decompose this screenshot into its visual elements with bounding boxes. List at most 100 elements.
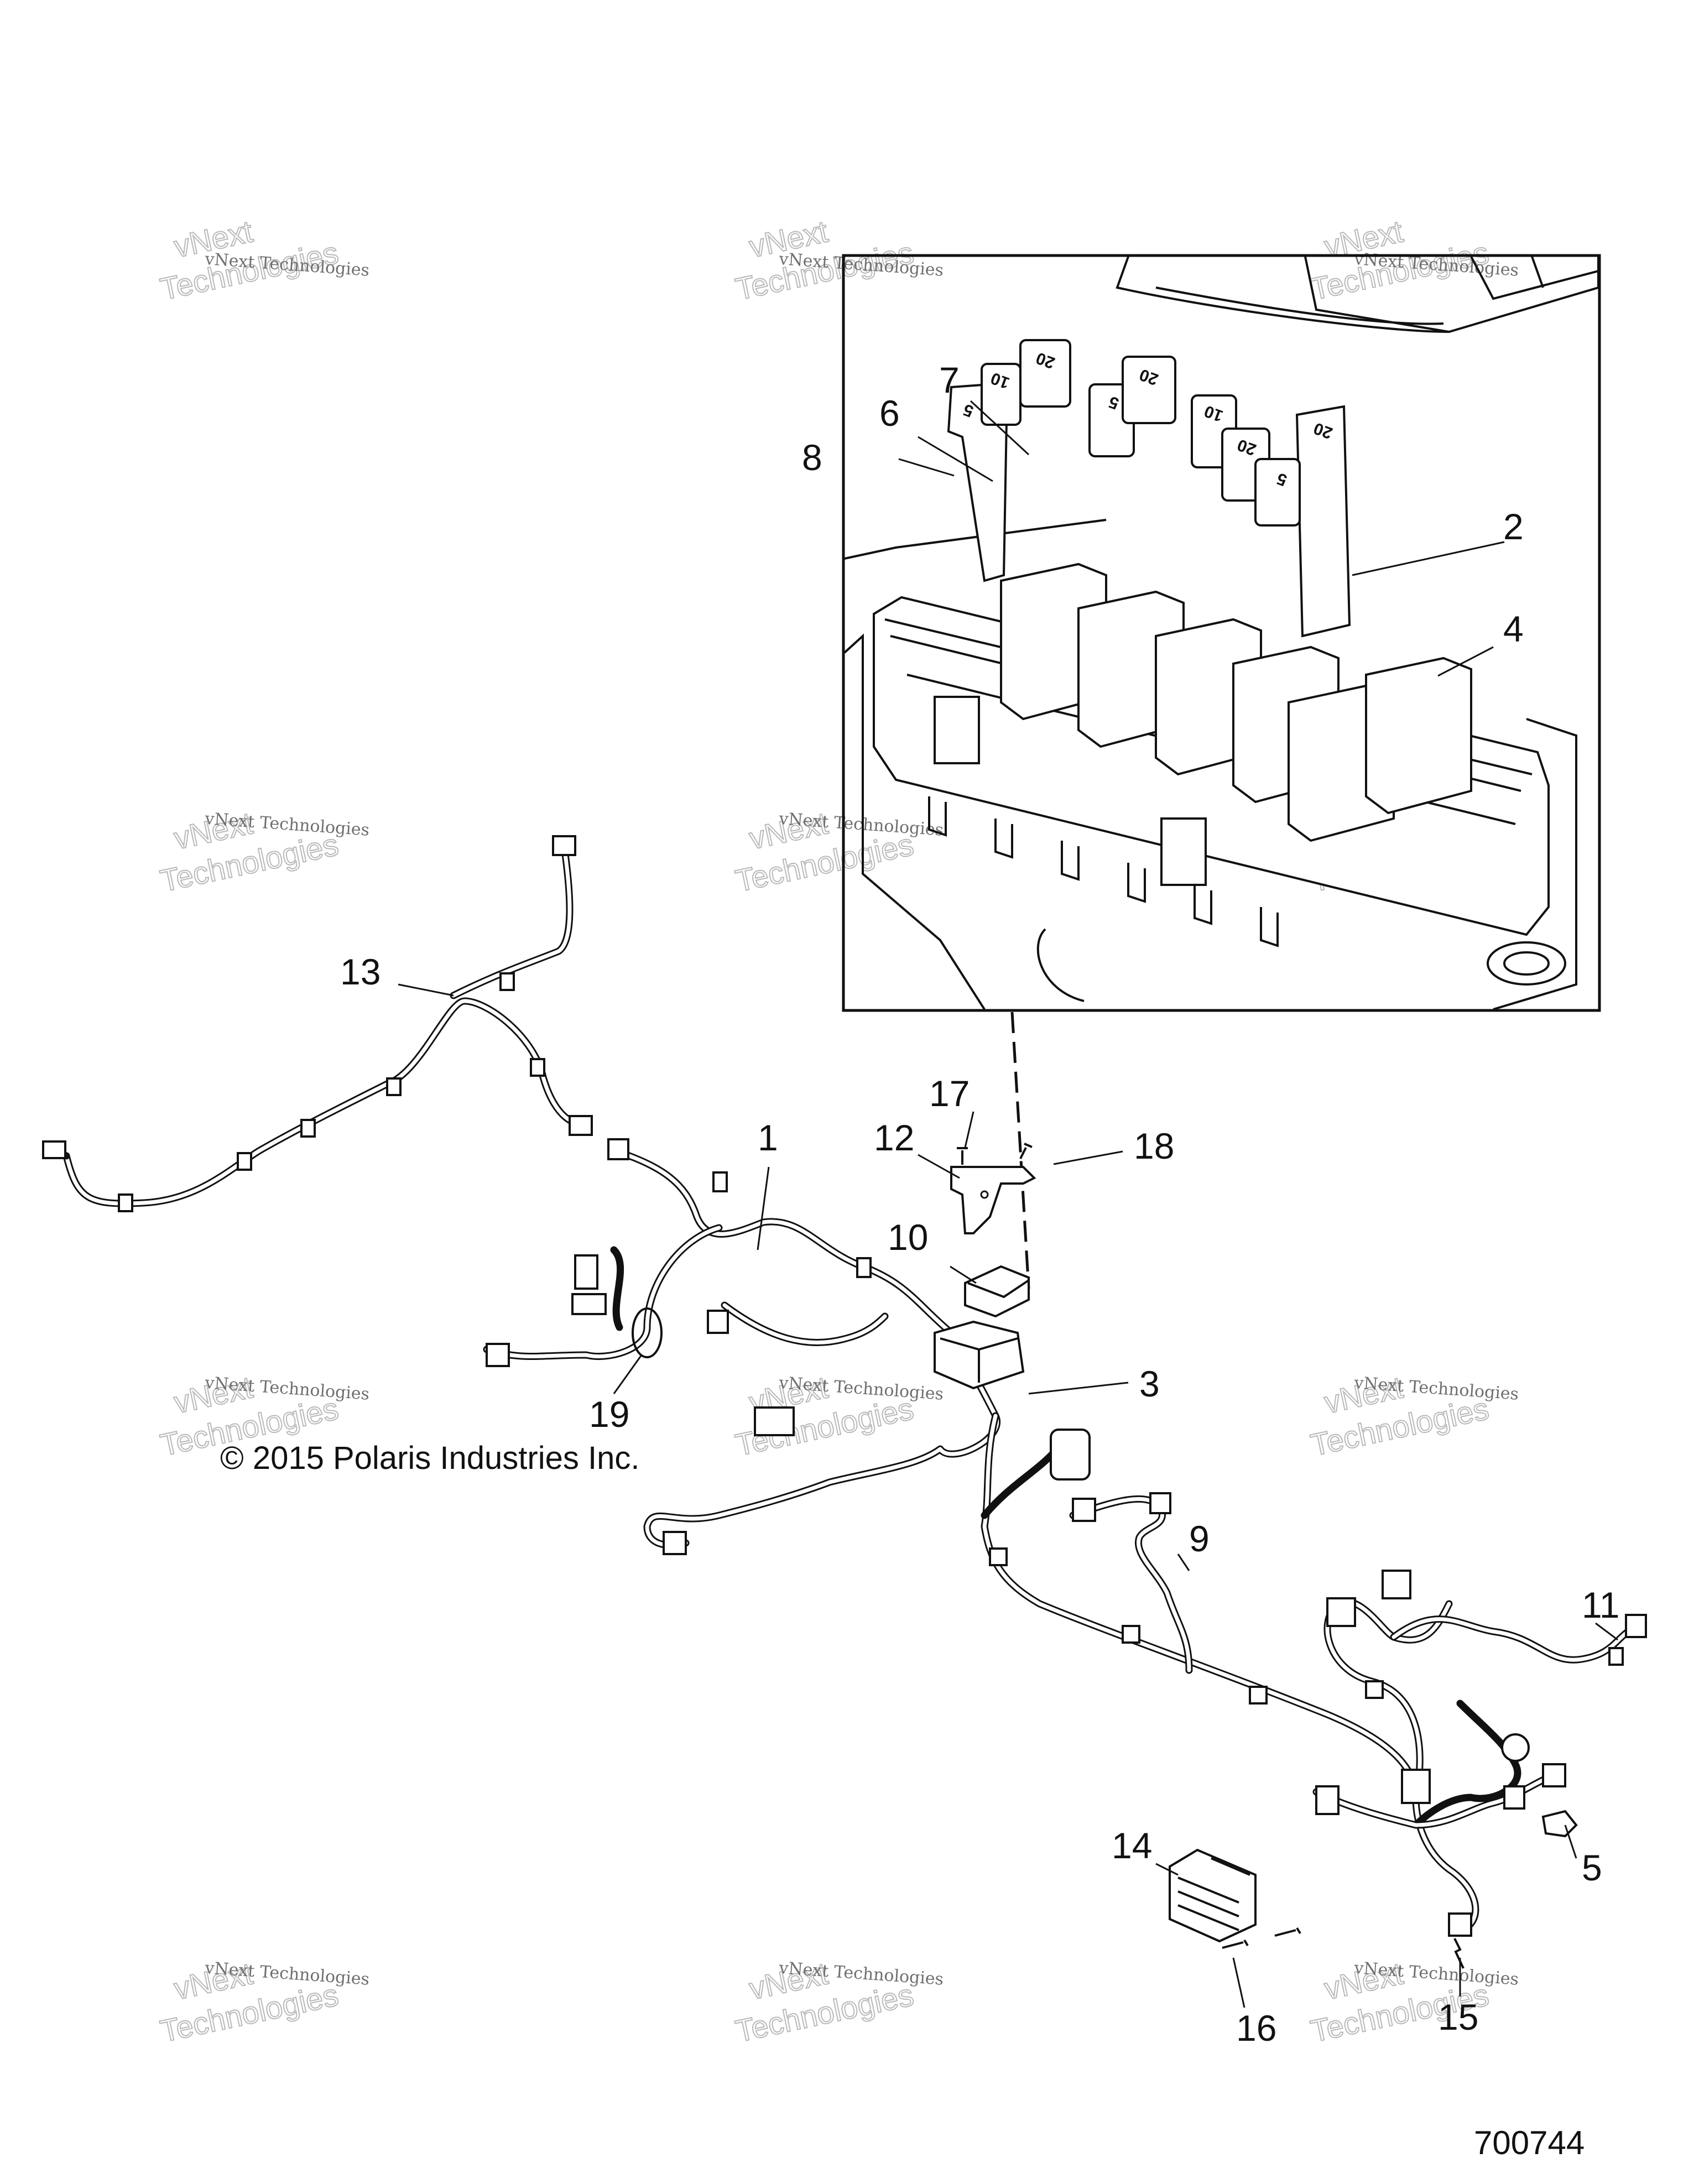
connector — [569, 1115, 593, 1136]
callout-labels: 1 2 3 4 5 6 7 8 9 10 11 12 13 14 15 16 1… — [340, 359, 1620, 2049]
connector — [1608, 1647, 1624, 1666]
harness-branch — [610, 1246, 624, 1331]
harness-branch-core — [722, 1303, 887, 1344]
leader-line — [898, 458, 955, 477]
connector — [1315, 1785, 1340, 1815]
harness-9-core — [1071, 1497, 1191, 1672]
cover-rib — [1531, 257, 1544, 288]
connector — [1050, 1429, 1091, 1481]
leader-line — [1053, 1150, 1123, 1165]
connector — [1326, 1597, 1356, 1627]
watermark: vNext Technologies — [157, 1955, 342, 2049]
callout-10: 10 — [888, 1217, 928, 1258]
cover-rib — [1304, 257, 1450, 333]
leader-line — [950, 1265, 977, 1284]
watermark: vNext Technologies — [1307, 1369, 1492, 1463]
callout-16: 16 — [1236, 2008, 1276, 2049]
callout-12: 12 — [874, 1117, 914, 1158]
connector — [1401, 1769, 1431, 1804]
leader-line — [1564, 1825, 1577, 1859]
watermark: vNext Technologies — [732, 1955, 917, 2049]
rear-harness — [42, 835, 593, 1212]
harness-9 — [1069, 1495, 1193, 1674]
callout-8: 8 — [802, 437, 822, 478]
leader-line — [918, 436, 993, 482]
connector — [552, 835, 576, 856]
callout-9: 9 — [1189, 1518, 1210, 1559]
clip — [118, 1193, 133, 1212]
watermark: vNext Technologies — [157, 805, 342, 899]
connector — [1542, 1763, 1566, 1787]
leader-lines — [398, 983, 1618, 2008]
bracket — [950, 1166, 1036, 1234]
latch-tabs — [928, 696, 1279, 947]
leader-line — [1028, 1382, 1129, 1395]
clip — [712, 1171, 728, 1192]
leader-line — [918, 1154, 960, 1179]
harness-line — [62, 997, 579, 1207]
watermark: vNext Technologies — [732, 805, 917, 899]
bracket-hole — [980, 1190, 989, 1199]
tie-strap — [632, 1307, 663, 1358]
clip — [856, 1257, 872, 1278]
fuse-box-edge — [940, 1337, 1018, 1383]
callout-15: 15 — [1438, 1997, 1478, 2037]
clip — [1249, 1686, 1268, 1705]
harness-branch — [1412, 1700, 1521, 1829]
fuse — [1122, 356, 1176, 424]
callout-18: 18 — [1134, 1125, 1174, 1166]
connector — [574, 1254, 598, 1290]
harness-trunk-core — [982, 1414, 1418, 1800]
connector — [1448, 1912, 1472, 1937]
clip — [386, 1077, 402, 1096]
relay — [1365, 656, 1472, 815]
leader-line — [1155, 1863, 1179, 1876]
harness-line-core — [64, 999, 577, 1206]
leader-line — [1232, 1957, 1245, 2008]
screw — [1222, 1939, 1249, 1949]
connector — [42, 1140, 66, 1159]
connector — [1503, 1785, 1525, 1810]
latch-tab — [1160, 817, 1207, 886]
connector-round — [1501, 1733, 1530, 1762]
fuse — [1254, 458, 1301, 527]
connector — [663, 1531, 687, 1555]
screw — [1019, 1143, 1033, 1159]
leader-line — [757, 1166, 770, 1250]
connector — [571, 1293, 607, 1315]
fuse-box-cover-edge — [967, 1279, 1030, 1299]
cover-rib — [1470, 257, 1598, 300]
copyright-notice: © 2015 Polaris Industries Inc. — [220, 1440, 639, 1476]
callout-1: 1 — [758, 1117, 778, 1158]
harness-branch — [721, 1301, 889, 1346]
callout-14: 14 — [1112, 1825, 1152, 1866]
clip — [237, 1152, 252, 1171]
cover-edge — [1155, 286, 1444, 325]
fuse — [1295, 405, 1351, 638]
callout-7: 7 — [939, 359, 960, 400]
callout-19: 19 — [589, 1394, 629, 1435]
clip — [1365, 1680, 1384, 1699]
leader-line — [1437, 646, 1494, 677]
callout-5: 5 — [1582, 1847, 1602, 1888]
tray-outline — [845, 519, 1577, 1009]
latch-tab — [934, 696, 980, 764]
mount-hole-inner — [1503, 951, 1550, 976]
harness-line-core — [612, 1148, 953, 1335]
clip — [499, 972, 515, 991]
clip — [1122, 1625, 1140, 1644]
clip — [300, 1119, 316, 1138]
fastener — [1453, 1938, 1465, 1969]
mount-hole — [1487, 941, 1566, 986]
leader-line — [1177, 1554, 1190, 1571]
harness-branch-core — [451, 844, 572, 998]
detail-inset: 5 10 20 5 20 10 20 20 5 — [842, 254, 1601, 1012]
cover-outline — [1116, 257, 1598, 333]
tray-cable — [1036, 928, 1085, 1002]
leader-line — [970, 400, 1030, 456]
tray-edge — [845, 633, 986, 1009]
connector — [486, 1343, 510, 1367]
leader-line — [613, 1354, 643, 1394]
voltage-regulator — [1169, 1848, 1257, 1943]
